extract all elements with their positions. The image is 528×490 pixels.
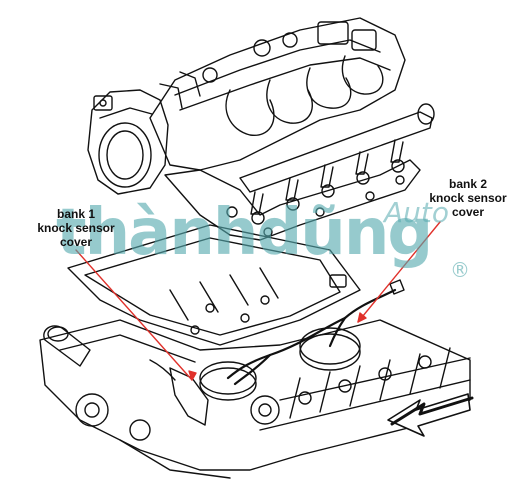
bank2-callout: bank 2 knock sensor cover xyxy=(428,177,508,219)
bank1-callout-line-2: knock sensor xyxy=(37,221,115,235)
bank1-callout: bank 1 knock sensor cover xyxy=(22,207,130,249)
bank1-callout-line-3: cover xyxy=(59,235,93,249)
front-direction-arrow xyxy=(387,393,474,437)
bank1-leader-line xyxy=(75,249,193,381)
bank2-callout-line-1: bank 2 xyxy=(448,177,487,191)
valley-plate xyxy=(67,224,361,346)
manifold-flange xyxy=(164,159,421,241)
intake-manifold xyxy=(149,17,406,171)
bank2-knock-sensor-cover xyxy=(299,327,361,371)
bank1-callout-line-1: bank 1 xyxy=(56,207,95,221)
bank2-callout-line-2: knock sensor xyxy=(429,191,507,205)
fuel-rail xyxy=(239,103,435,225)
leader-lines xyxy=(75,221,441,381)
bank2-callout-line-3: cover xyxy=(451,205,485,219)
engine-block xyxy=(39,319,471,479)
bank2-leader-line xyxy=(357,221,441,323)
bank1-knock-sensor-cover xyxy=(199,361,257,401)
throttle-body xyxy=(87,89,169,195)
